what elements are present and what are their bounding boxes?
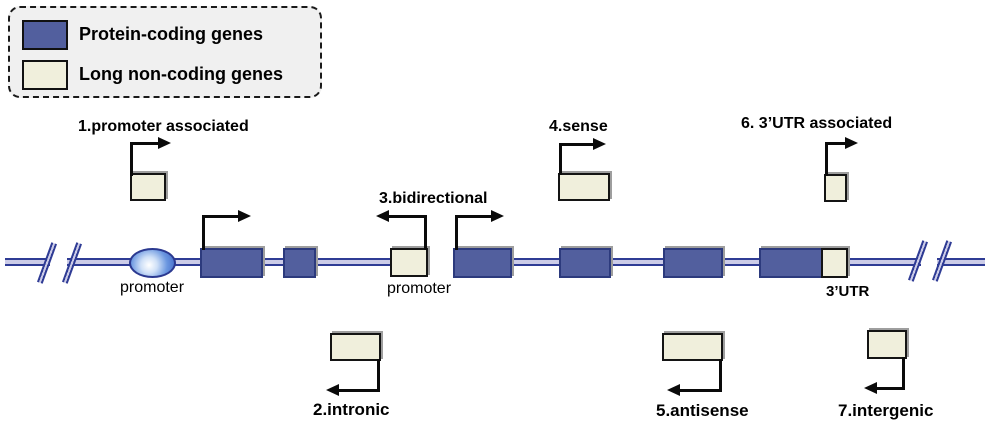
arrowhead-right-icon: [238, 210, 251, 222]
label-intergenic: 7.intergenic: [838, 401, 934, 420]
label-intronic: 2.intronic: [313, 400, 390, 419]
arrowhead-right-icon: [491, 210, 504, 222]
lncrna-box-antisense: [662, 333, 723, 361]
legend-swatch-long-non-coding: [22, 60, 68, 90]
exon-box: [283, 248, 316, 278]
bidirectional-gene-gap: [427, 255, 453, 271]
legend-box: Protein-coding genes Long non-coding gen…: [8, 6, 322, 98]
lncrna-box-intergenic: [867, 330, 907, 359]
legend-label-long-non-coding: Long non-coding genes: [79, 64, 283, 84]
lncrna-box-bidirectional: [390, 248, 428, 277]
promoter-ellipse: [129, 248, 176, 278]
arrowhead-right-icon: [845, 137, 858, 149]
label-promoter-left: promoter: [120, 279, 185, 296]
exon-box: [453, 248, 512, 278]
arrowhead-left-icon: [326, 384, 339, 396]
exon-box: [759, 248, 823, 278]
line-break-gap-left: [50, 255, 67, 271]
exon-box: [559, 248, 611, 278]
label-sense: 4.sense: [549, 118, 608, 135]
exon-box: [200, 248, 263, 278]
label-bidirectional: 3.bidirectional: [379, 190, 488, 207]
label-antisense: 5.antisense: [656, 401, 749, 420]
label-utr3: 3’UTR: [826, 283, 870, 300]
label-promoter-associated: 1.promoter associated: [78, 118, 249, 135]
exon-box: [663, 248, 723, 278]
arrowhead-left-icon: [376, 210, 389, 222]
arrowhead-right-icon: [158, 137, 171, 149]
legend-swatch-protein-coding: [22, 20, 68, 50]
lncrna-box-promoter-associated: [130, 173, 166, 201]
utr3-box: [821, 248, 848, 278]
lncrna-box-sense: [558, 173, 610, 201]
label-utr3-associated: 6. 3’UTR associated: [741, 115, 893, 132]
arrowhead-left-icon: [864, 382, 877, 394]
arrowhead-left-icon: [667, 384, 680, 396]
lncrna-box-intronic: [330, 333, 381, 361]
arrowhead-right-icon: [593, 138, 606, 150]
line-break-gap-right: [921, 255, 937, 271]
lncrna-box-utr3-associated: [824, 174, 847, 202]
legend-label-protein-coding: Protein-coding genes: [79, 24, 264, 44]
label-promoter-bidirectional: promoter: [387, 280, 452, 297]
